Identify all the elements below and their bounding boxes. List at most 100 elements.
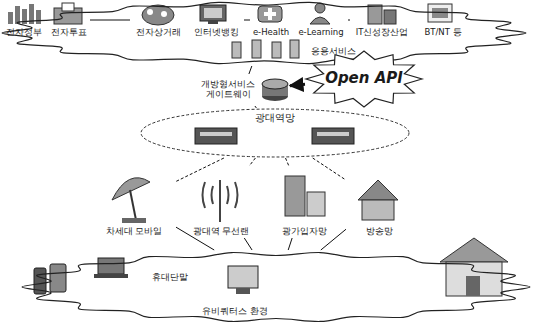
switch-icons-part <box>312 128 354 144</box>
label-node: 광대역 무선랜 <box>180 166 262 238</box>
cloud-node: 응용서비스 전자정부전자투표 전자상거래인터넷뱅킹 e-Healthe-Learnin… <box>0 0 528 66</box>
wireless-lan-icon-part <box>203 182 206 208</box>
broadcast-icon-part <box>358 180 398 200</box>
connector <box>244 20 250 21</box>
connector <box>249 158 255 166</box>
node-label: 개방형서비스 게이트웨이 <box>196 79 260 100</box>
node-label: Open API <box>305 70 423 87</box>
label-node: 전자투표 <box>48 2 90 38</box>
server-icons <box>232 40 299 58</box>
it-industry-icon <box>368 5 396 24</box>
e-commerce-icon-part <box>147 9 153 15</box>
label-node: IT신성장산업 <box>350 2 414 38</box>
fiber-access-icon-part <box>307 192 325 216</box>
node-label: 인터넷뱅킹 <box>188 28 244 38</box>
broadcast-icon <box>358 180 398 220</box>
terminal-icons-part <box>228 266 258 288</box>
terminal-icons-part <box>236 288 250 294</box>
e-health-icon-part <box>258 6 282 22</box>
connector <box>90 20 130 21</box>
broadcast-icon-part <box>362 200 394 220</box>
label-node: e-Health <box>250 2 292 38</box>
node-label: 전자투표 <box>48 28 90 38</box>
connector <box>313 158 346 180</box>
node-label: 유비쿼터스 환경 <box>180 306 290 316</box>
e-commerce-icon-part <box>142 5 174 25</box>
label-node: 전자정부 <box>4 2 44 38</box>
starburst-path <box>306 51 422 107</box>
star-node: Open API <box>305 50 423 108</box>
terminal-icons-part <box>94 274 128 278</box>
server-icons-part <box>232 42 241 58</box>
wireless-lan-icon-part <box>219 180 221 222</box>
node-label: 휴대단말 <box>140 272 200 282</box>
internet-banking-icon-part <box>204 8 222 18</box>
wireless-lan-icon-part <box>227 186 229 204</box>
ellipse-node: 광대역망 <box>140 108 410 158</box>
it-industry-icon-part <box>384 10 396 24</box>
node-label: 광대역 무선랜 <box>180 226 262 236</box>
e-government-icon-part <box>8 12 13 24</box>
gateway-icon-part <box>262 79 288 89</box>
terminal-icons <box>34 238 508 296</box>
label-node: 휴대단말 <box>140 272 200 288</box>
bt-nt-icon-part <box>432 8 448 18</box>
node-label: 차세대 모바일 <box>92 226 176 236</box>
connector <box>176 158 224 181</box>
node-label: 방송망 <box>346 226 412 236</box>
cloud-path <box>2 2 526 63</box>
label-node: e-Learning <box>294 2 348 38</box>
cloud-outline <box>20 250 532 324</box>
switch-icons <box>195 128 354 144</box>
terminal-icons-part <box>466 276 480 296</box>
e-health-icon <box>258 6 282 22</box>
cloud-node: 유비쿼터스 환경 휴대단말 <box>20 250 532 324</box>
satellite-icon <box>112 178 150 223</box>
connector <box>176 227 214 250</box>
internet-banking-icon-part <box>200 5 226 21</box>
terminal-icons-part <box>98 258 124 274</box>
e-voting-icon-part <box>62 3 74 11</box>
connector <box>348 20 350 21</box>
e-learning-icon <box>310 3 330 24</box>
e-voting-icon <box>54 3 82 24</box>
fiber-access-icon-part <box>285 176 305 216</box>
server-icons-part <box>290 40 299 58</box>
satellite-icon-part <box>130 190 136 220</box>
cloud-path <box>22 253 530 322</box>
internet-banking-icon <box>200 5 226 24</box>
node-label: 전자상거래 <box>130 28 186 38</box>
node-label: BT/NT 등 <box>416 28 470 38</box>
node-label: 광가입자망 <box>266 226 342 236</box>
internet-banking-icon-part <box>208 21 218 24</box>
connector <box>255 106 256 108</box>
connector <box>244 238 252 250</box>
label-node: 개방형서비스 게이트웨이 <box>196 74 290 106</box>
terminal-icons-part <box>440 238 508 262</box>
connector <box>249 66 252 74</box>
wireless-lan-icon-part <box>235 182 238 208</box>
gateway-icon <box>262 79 288 101</box>
node-label: e-Learning <box>294 28 348 38</box>
node-label: e-Health <box>250 28 292 38</box>
label-node: 방송망 <box>346 166 412 238</box>
wireless-lan-icon <box>203 180 238 222</box>
terminal-icons-part <box>50 264 66 292</box>
it-industry-icon-part <box>368 5 382 24</box>
node-label: IT신성장산업 <box>350 28 414 38</box>
label-node: BT/NT 등 <box>416 2 470 38</box>
wireless-lan-icon-part <box>212 186 214 204</box>
connector <box>290 84 305 85</box>
e-government-icon-part <box>36 10 41 24</box>
fiber-access-icon <box>285 176 325 216</box>
e-government-icon-part <box>15 6 20 24</box>
label-node: 차세대 모바일 <box>92 166 176 238</box>
label-node: 전자상거래 <box>130 2 186 38</box>
server-icons-part <box>252 40 261 58</box>
ellipse-path <box>141 109 409 157</box>
bt-nt-icon <box>428 4 452 22</box>
connector <box>288 238 292 250</box>
node-label: 응용서비스 <box>298 46 368 56</box>
